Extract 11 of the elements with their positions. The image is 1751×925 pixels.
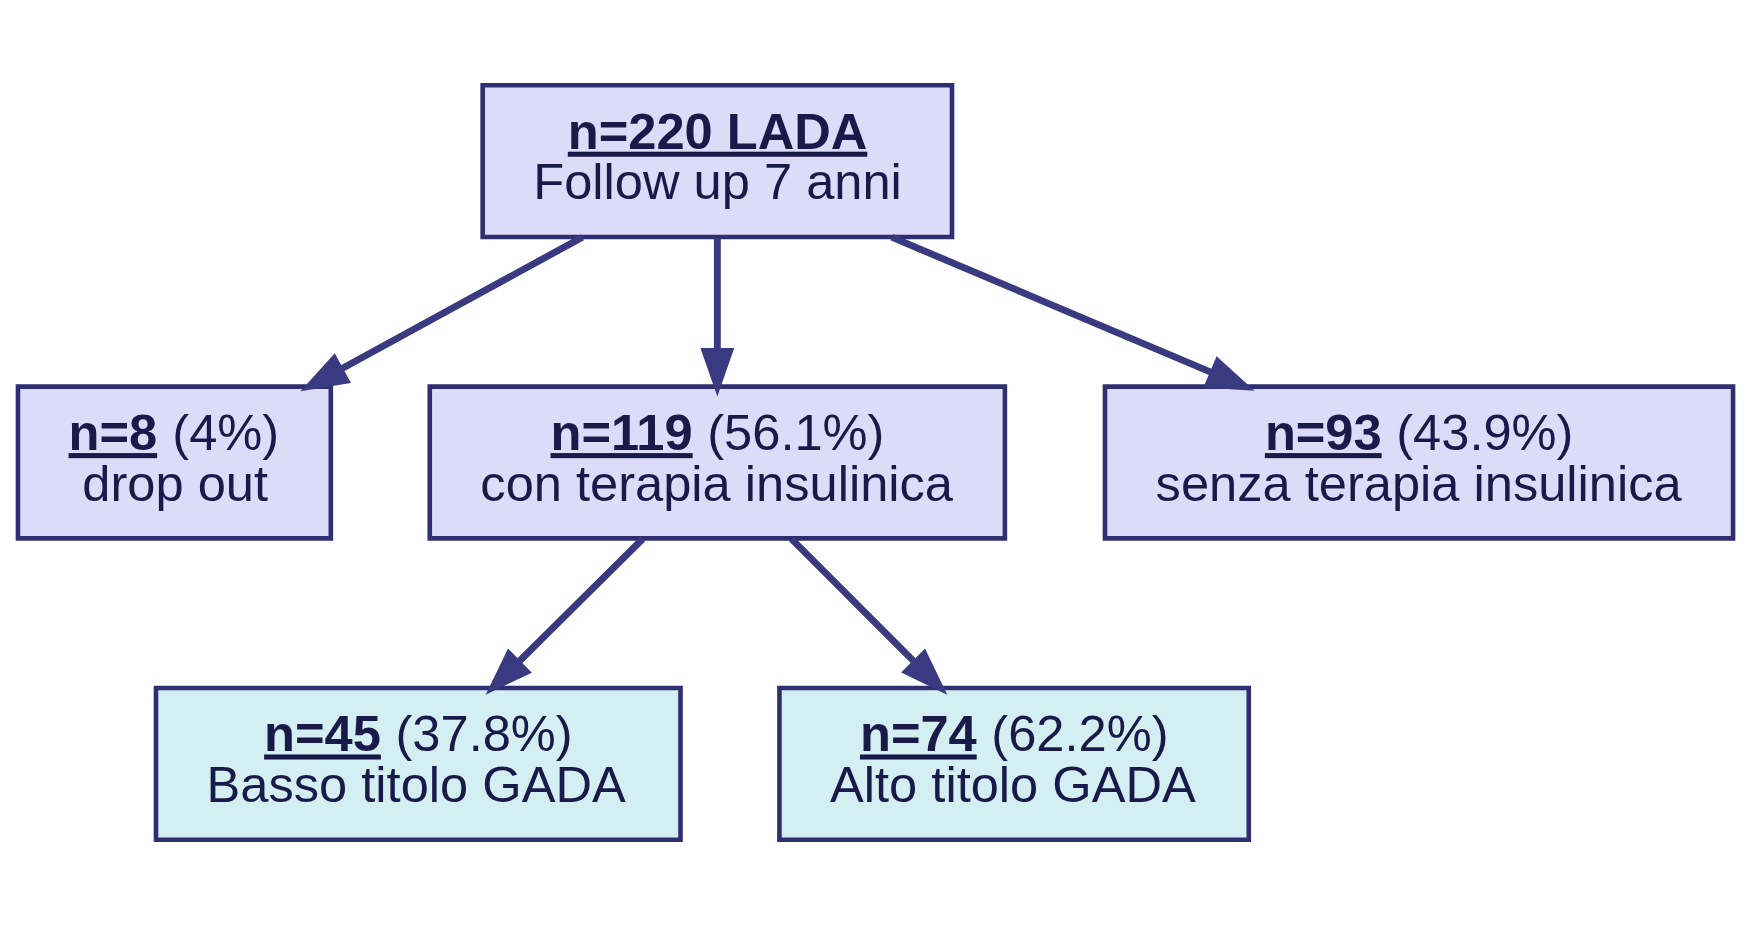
node-box: n=45 (37.8%) Basso titolo GADA (153, 685, 683, 843)
arrow (485, 536, 646, 695)
node-box: n=93 (43.9%) senza terapia insulinica (1102, 384, 1736, 541)
arrow (300, 234, 585, 392)
node-box: n=8 (4%) drop out (15, 384, 334, 541)
arrow (700, 237, 735, 397)
arrow (789, 536, 948, 695)
node-box: n=220 LADA Follow up 7 anni (480, 82, 955, 240)
arrow (890, 234, 1255, 391)
node-box: n=119 (56.1%) con terapia insulinica (427, 384, 1008, 541)
node-box: n=74 (62.2%) Alto titolo GADA (777, 685, 1252, 843)
